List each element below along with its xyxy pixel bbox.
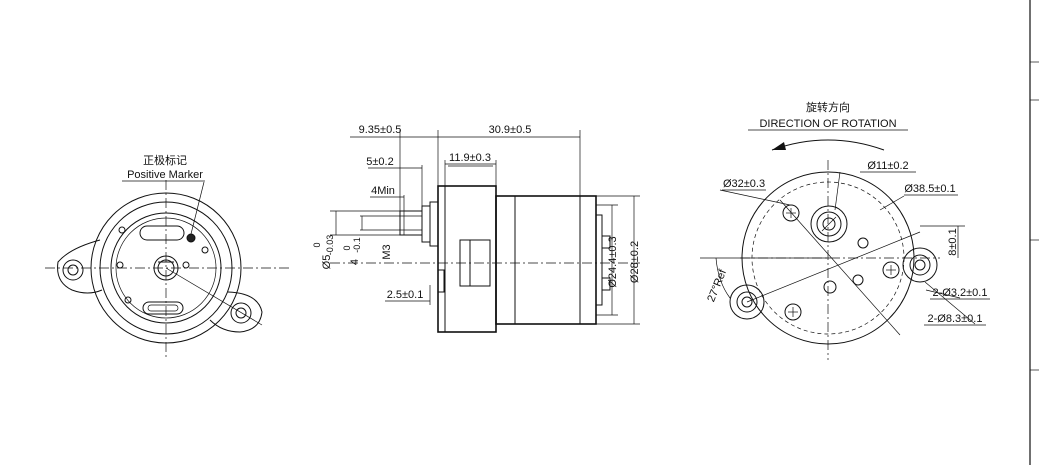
dim-m3: M3 xyxy=(381,244,393,259)
front-view xyxy=(45,180,290,360)
title-block-frame xyxy=(1029,0,1039,465)
dim-27-ref: 27°Ref xyxy=(705,267,729,304)
dim-4-tol-upper: 0 xyxy=(342,245,352,250)
dim-30-9: 30.9±0.5 xyxy=(489,124,532,136)
dimension-underlines xyxy=(448,165,990,326)
dim-phi5-tol-lower: -0.03 xyxy=(325,235,335,256)
dim-2-phi3-2: 2-Ø3.2±0.1 xyxy=(933,287,988,299)
side-view xyxy=(330,130,640,333)
dim-phi32: Ø32±0.3 xyxy=(723,178,765,190)
dim-8: 8±0.1 xyxy=(947,228,959,255)
rotation-direction-en-label: DIRECTION OF ROTATION xyxy=(759,118,896,130)
dim-5: 5±0.2 xyxy=(366,156,393,168)
dim-4-tol-lower: -0.1 xyxy=(352,237,362,253)
dim-4: 4 xyxy=(349,259,361,265)
dim-11-9: 11.9±0.3 xyxy=(449,152,491,164)
positive-marker-en-label: Positive Marker xyxy=(127,169,203,181)
dim-9-35: 9.35±0.5 xyxy=(359,124,402,136)
dim-phi28: Ø28±0.2 xyxy=(629,241,641,283)
dim-phi24-4: Ø24.4±0.3 xyxy=(607,236,619,287)
dim-2-phi8-3: 2-Ø8.3±0.1 xyxy=(928,313,983,325)
dim-phi5: Ø5 xyxy=(321,255,333,270)
dim-phi38-5: Ø38.5±0.1 xyxy=(904,183,955,195)
rotation-direction-cn-label: 旋转方向 xyxy=(806,100,850,114)
dim-phi5-tol-upper: 0 xyxy=(312,242,322,247)
positive-marker-cn-label: 正极标记 xyxy=(143,153,187,167)
dim-2-5: 2.5±0.1 xyxy=(387,289,424,301)
dim-4min: 4Min xyxy=(371,185,395,197)
rear-view xyxy=(700,129,976,360)
dim-phi11: Ø11±0.2 xyxy=(867,160,908,172)
